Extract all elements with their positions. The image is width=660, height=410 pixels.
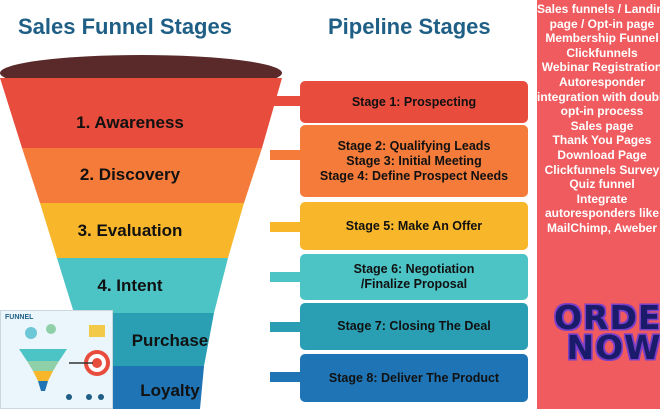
person-icon [66, 394, 72, 400]
promo-line: Thank You Pages [552, 133, 652, 148]
thumbnail-caption: FUNNEL [5, 314, 34, 321]
pipeline-stage-6: Stage 6: Negotiation /Finalize Proposal [300, 254, 528, 300]
thumb-band-1 [19, 349, 67, 361]
pipeline-stage-2-4-text: Stage 2: Qualifying Leads Stage 3: Initi… [319, 138, 509, 183]
funnel-stage-intent: 4. Intent [97, 276, 163, 295]
thumb-band-3 [33, 371, 53, 381]
promo-line: Sales funnels / Landing [537, 2, 660, 16]
promo-line: Download Page [557, 147, 647, 162]
gear-icon [46, 324, 56, 334]
chart-icon [89, 325, 105, 337]
order-now-line-2: NOW [566, 328, 660, 367]
promo-line: page / Opt-in page [549, 16, 655, 31]
promo-line: Clickfunnels Survey [544, 162, 660, 177]
person-icon [86, 394, 92, 400]
pipeline-stage-1: Stage 1: Prospecting [300, 81, 528, 123]
funnel-stage-awareness: 1. Awareness [76, 113, 184, 132]
promo-line: Webinar Registration [541, 60, 660, 75]
pipeline-stage-5: Stage 5: Make An Offer [300, 202, 528, 250]
funnel-stage-purchase: Purchase [131, 331, 209, 350]
thumb-band-2 [27, 361, 59, 371]
connector-1 [270, 96, 302, 106]
pipeline-stage-6-text: Stage 6: Negotiation /Finalize Proposal [353, 262, 475, 291]
order-now-button[interactable]: ORDER NOW [554, 298, 660, 367]
connector-2 [270, 150, 302, 160]
connector-4 [270, 272, 302, 282]
funnel-stage-discovery: 2. Discovery [79, 165, 181, 184]
connector-3 [270, 222, 302, 232]
pipeline-stage-7-text: Stage 7: Closing The Deal [337, 319, 491, 333]
funnel-title: Sales Funnel Stages [18, 14, 232, 39]
funnel-band-3 [40, 203, 244, 258]
funnel-band-6 [88, 366, 204, 409]
funnel-thumbnail: FUNNEL [0, 310, 113, 409]
promo-line: Clickfunnels [566, 45, 638, 60]
pipeline-title: Pipeline Stages [328, 14, 491, 39]
connector-5 [270, 322, 302, 332]
funnel-stage-evaluation: 3. Evaluation [77, 221, 183, 240]
pipeline-stage-7: Stage 7: Closing The Deal [300, 303, 528, 350]
promo-line: opt-in process [560, 104, 644, 119]
promo-line: integration with double [537, 89, 660, 104]
person-icon [98, 394, 104, 400]
pipeline-stage-1-text: Stage 1: Prospecting [351, 94, 477, 109]
promo-line: MailChimp, Aweber [546, 220, 658, 235]
promo-line: Integrate [576, 191, 628, 206]
funnel-band-1 [0, 78, 282, 148]
thumb-band-4 [38, 381, 48, 391]
promo-line: autoresponders like [544, 206, 660, 221]
promo-line: Sales page [570, 118, 634, 133]
pipeline-stage-8-text: Stage 8: Deliver The Product [328, 370, 500, 385]
pipeline-stage-2-4: Stage 2: Qualifying Leads Stage 3: Initi… [300, 125, 528, 197]
funnel-band-4 [57, 258, 228, 313]
pipeline-stage-5-text: Stage 5: Make An Offer [345, 218, 483, 233]
promo-line: Quiz funnel [569, 177, 635, 192]
promo-line: Membership Funnel [545, 31, 659, 46]
pipeline-stage-8: Stage 8: Deliver The Product [300, 354, 528, 402]
connector-6 [270, 372, 302, 382]
funnel-stage-loyalty: Loyalty [140, 381, 200, 400]
thumbnail-graphic [19, 324, 110, 400]
target-center [92, 358, 102, 368]
order-now-line-1: ORDER [554, 298, 660, 337]
promo-line: Autoresponder [558, 74, 645, 89]
funnel-band-2 [22, 148, 262, 203]
gear-icon [25, 327, 37, 339]
